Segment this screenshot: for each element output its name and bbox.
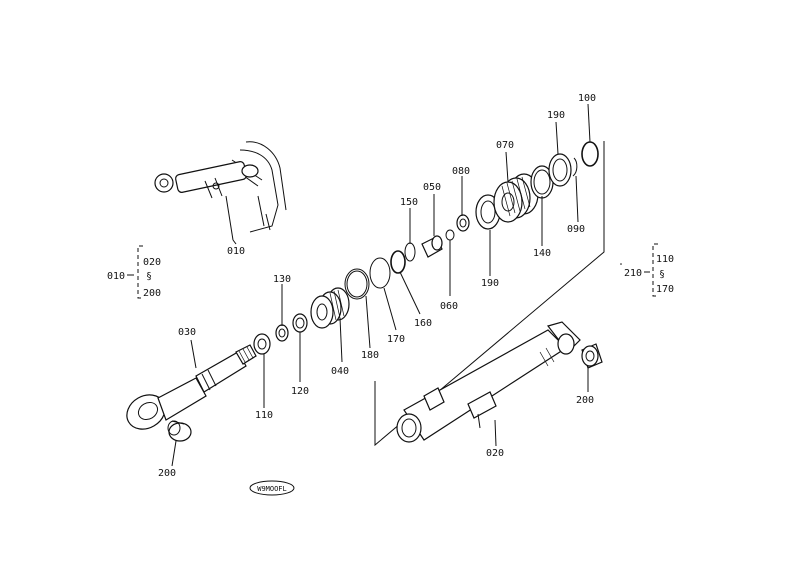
group-bracket-right: 210 110 § 170 [620, 243, 674, 297]
group-left-range-mark: § [146, 271, 152, 282]
group-right-from: 110 [656, 254, 674, 265]
group-left-from: 020 [143, 257, 161, 268]
label-090: 090 [567, 224, 585, 235]
cylinder-tube-020 [374, 141, 605, 447]
piston-rod-030 [126, 344, 257, 442]
part-labels: 010 030 130 110 120 040 180 170 160 150 … [158, 93, 596, 479]
group-right-range-mark: § [659, 269, 665, 280]
group-right-to: 170 [656, 284, 674, 295]
group-right-parent: 210 [624, 268, 642, 279]
group-left-parent: 010 [107, 271, 125, 282]
label-200-left: 200 [158, 468, 176, 479]
group-left-to: 200 [143, 288, 161, 299]
label-080: 080 [452, 166, 470, 177]
label-150: 150 [400, 197, 418, 208]
watermark-text: W9MOOFL [257, 485, 287, 493]
label-060: 060 [440, 301, 458, 312]
small-parts [253, 141, 599, 355]
group-bracket-left: 010 020 § 200 [107, 245, 161, 299]
label-120: 120 [291, 386, 309, 397]
label-110: 110 [255, 410, 273, 421]
label-200-right: 200 [576, 395, 594, 406]
label-170: 170 [387, 334, 405, 345]
watermark-badge: W9MOOFL [249, 480, 295, 496]
inset-tractor-view [154, 141, 287, 241]
label-130: 130 [273, 274, 291, 285]
label-190-upper: 190 [547, 110, 565, 121]
label-020: 020 [486, 448, 504, 459]
label-160: 160 [414, 318, 432, 329]
stray-dot [620, 263, 622, 265]
label-180: 180 [361, 350, 379, 361]
label-070: 070 [496, 140, 514, 151]
label-030: 030 [178, 327, 196, 338]
label-100: 100 [578, 93, 596, 104]
label-190-lower: 190 [481, 278, 499, 289]
label-010: 010 [227, 246, 245, 257]
label-040: 040 [331, 366, 349, 377]
label-050: 050 [423, 182, 441, 193]
label-140: 140 [533, 248, 551, 259]
leader-lines [171, 103, 591, 467]
